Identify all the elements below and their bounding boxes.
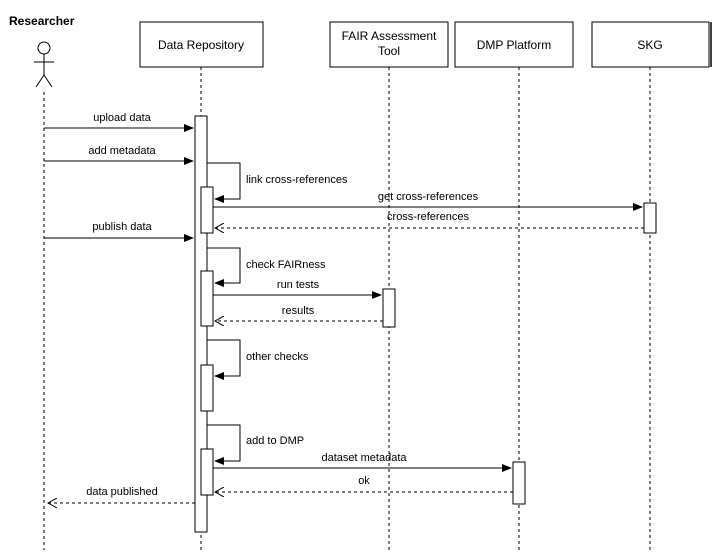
message-data-published-return: data published [48, 486, 195, 503]
message-upload-data: upload data [44, 112, 194, 132]
message-label: add metadata [88, 145, 156, 157]
message-label: add to DMP [246, 435, 304, 447]
participant-label: DMP Platform [477, 38, 551, 52]
participant-data-repository: Data Repository [139, 21, 264, 68]
message-link-cross-references: link cross-references [207, 162, 348, 203]
participant-label-line2: Tool [378, 44, 400, 58]
message-publish-data: publish data [44, 221, 194, 242]
message-results-return: results [215, 305, 383, 321]
actor-name: Researcher [9, 14, 75, 28]
message-label: ok [358, 475, 370, 487]
participant-fair-assessment-tool: FAIR Assessment Tool [329, 21, 449, 68]
activation-repo-xref [200, 186, 214, 234]
message-label: run tests [277, 279, 320, 291]
message-label: data published [86, 486, 158, 498]
message-ok-return: ok [215, 475, 513, 492]
message-label: publish data [92, 221, 152, 233]
message-label: get cross-references [378, 191, 479, 203]
message-add-metadata: add metadata [44, 145, 194, 165]
message-label: upload data [93, 112, 151, 124]
activation-bars [194, 115, 657, 533]
activation-repo-other [200, 364, 214, 412]
message-label: check FAIRness [246, 259, 326, 271]
participant-label: Data Repository [158, 38, 244, 52]
message-label: cross-references [387, 211, 469, 223]
message-label: other checks [246, 351, 309, 363]
message-run-tests: run tests [213, 279, 382, 299]
lifelines [43, 67, 651, 550]
message-label: dataset metadata [321, 452, 407, 464]
message-label: results [282, 305, 315, 317]
activation-skg [643, 202, 657, 234]
message-label: link cross-references [246, 174, 348, 186]
actor-researcher: Researcher [9, 14, 75, 88]
activation-fair-tool [382, 288, 396, 328]
activation-dmp [512, 461, 526, 505]
message-cross-references-return: cross-references [215, 211, 644, 228]
activation-repo-fair [200, 270, 214, 327]
participant-skg: SKG [591, 21, 712, 68]
activation-repo-dmp [200, 448, 214, 496]
participant-label-line1: FAIR Assessment [342, 29, 437, 43]
message-other-checks: other checks [207, 339, 309, 380]
message-check-fairness: check FAIRness [207, 247, 326, 287]
participant-dmp-platform: DMP Platform [454, 21, 574, 68]
participant-label: SKG [637, 38, 662, 52]
stick-figure-icon [34, 41, 54, 88]
message-get-cross-references: get cross-references [213, 191, 643, 211]
message-dataset-metadata: dataset metadata [213, 452, 512, 472]
message-add-to-dmp: add to DMP [207, 424, 304, 465]
